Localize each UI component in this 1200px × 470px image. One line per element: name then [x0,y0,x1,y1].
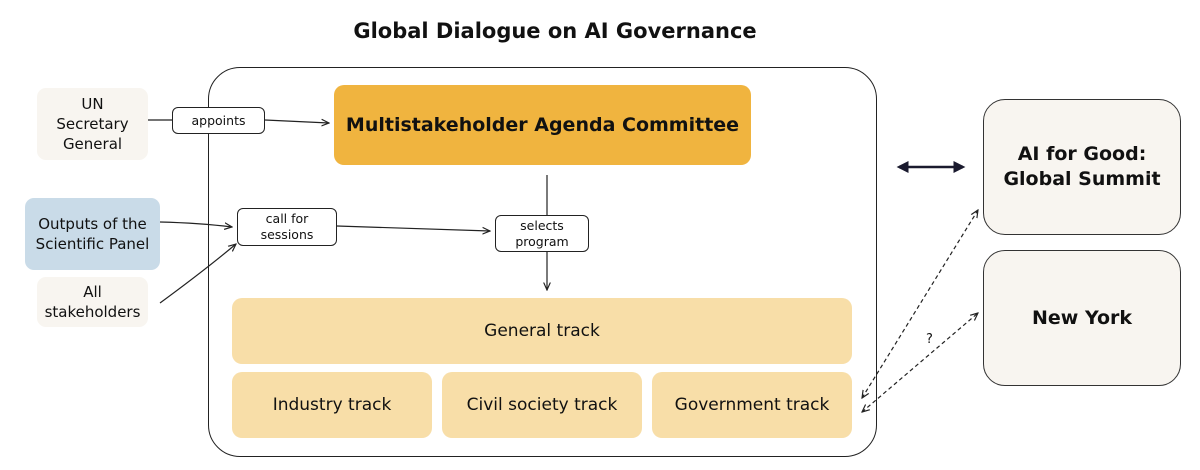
call-for-sessions-label: call for sessions [237,208,337,246]
multistakeholder-agenda-committee: Multistakeholder Agenda Committee [334,85,751,165]
selects-program-label: selects program [495,215,589,252]
all-stakeholders-box: All stakeholders [37,277,148,327]
scientific-panel-outputs-box: Outputs of the Scientific Panel [25,198,160,270]
government-summit-dashed-arrow [862,210,978,398]
general-track: General track [232,298,852,364]
appoints-label: appoints [172,107,265,134]
new-york-box: New York [983,250,1181,386]
civil-society-track: Civil society track [442,372,642,438]
question-mark-label: ? [926,332,933,347]
government-track: Government track [652,372,852,438]
un-secretary-general-box: UN Secretary General [37,88,148,160]
government-newyork-dashed-arrow [862,313,978,412]
ai-for-good-summit-box: AI for Good: Global Summit [983,99,1181,235]
diagram-title: Global Dialogue on AI Governance [353,19,757,43]
industry-track: Industry track [232,372,432,438]
